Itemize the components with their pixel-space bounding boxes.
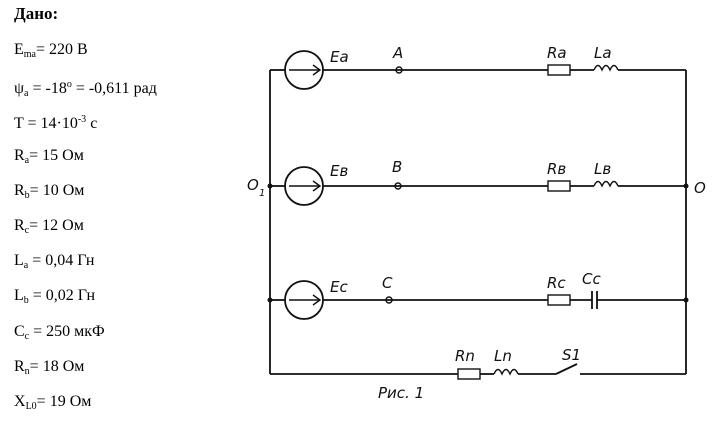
node-a-terminal [395, 66, 403, 74]
given-row-xl0: XL0= 19 Ом [14, 392, 92, 412]
given-row-ema: Ema= 220 В [14, 41, 88, 60]
resistor-rc-label: Rc [547, 274, 566, 292]
resistor-ra [547, 64, 571, 76]
right-node-label: O [694, 179, 706, 197]
capacitor-cc-label: Cc [582, 270, 601, 288]
inductor-lb [593, 180, 619, 188]
junction-left-b [267, 183, 273, 189]
junction-right-b [683, 183, 689, 189]
resistor-rc [547, 294, 571, 306]
left-node-sub: 1 [259, 188, 265, 199]
node-b-terminal [394, 182, 402, 190]
switch-s1 [555, 363, 578, 375]
source-b-label: Eв [330, 162, 348, 180]
source-b-arrowhead [312, 180, 322, 192]
inductor-la [593, 64, 619, 72]
resistor-rb [547, 180, 571, 192]
node-b-label: B [392, 158, 402, 176]
phase-b-branch: Eв B Rв Lв [270, 158, 686, 206]
junction-right-c [683, 297, 689, 303]
node-c-label: C [382, 274, 393, 292]
source-a-arrowhead [312, 64, 322, 76]
resistor-rb-label: Rв [547, 160, 566, 178]
given-row-rc: Rc= 12 Ом [14, 216, 84, 236]
given-row-la: La = 0,04 Гн [14, 252, 95, 272]
node-c-terminal [385, 296, 393, 304]
inductor-ln [493, 368, 519, 376]
given-title: Дано: [14, 4, 59, 23]
given-row-rb: Rb= 10 Ом [14, 181, 85, 201]
given-row-cc: Cc = 250 мкФ [14, 322, 105, 342]
source-a-label: Ea [330, 48, 349, 66]
inductor-lb-label: Lв [594, 160, 611, 178]
phase-a-branch: Ea A Ra La [270, 44, 686, 90]
inductor-la-label: La [594, 44, 612, 62]
node-a-label: A [392, 44, 403, 62]
resistor-rn [457, 368, 481, 380]
given-row-psi: ψa = -18o = -0,611 рад [14, 79, 157, 100]
switch-s1-label: S1 [562, 346, 581, 364]
given-row-ra: Ra= 15 Ом [14, 146, 84, 166]
phase-c-branch: Ec C Rc Cc [270, 270, 686, 320]
resistor-rn-label: Rn [455, 347, 475, 365]
inductor-ln-label: Ln [494, 347, 512, 365]
junction-left-c [267, 297, 273, 303]
given-row-rn: Rn= 18 Ом [14, 357, 85, 377]
given-row-period: T = 14·10-3 с [14, 114, 98, 133]
given-row-lb: Lb = 0,02 Гн [14, 287, 96, 307]
source-c-arrowhead [312, 294, 322, 306]
resistor-ra-label: Ra [547, 44, 567, 62]
given-panel: Дано: Ema= 220 В ψa = -18o = -0,611 рад … [14, 4, 244, 419]
neutral-branch: Rn Ln S1 [270, 346, 686, 380]
left-node-label: O [247, 176, 259, 194]
figure-caption: Рис. 1 [378, 384, 424, 402]
source-c-label: Ec [330, 278, 348, 296]
